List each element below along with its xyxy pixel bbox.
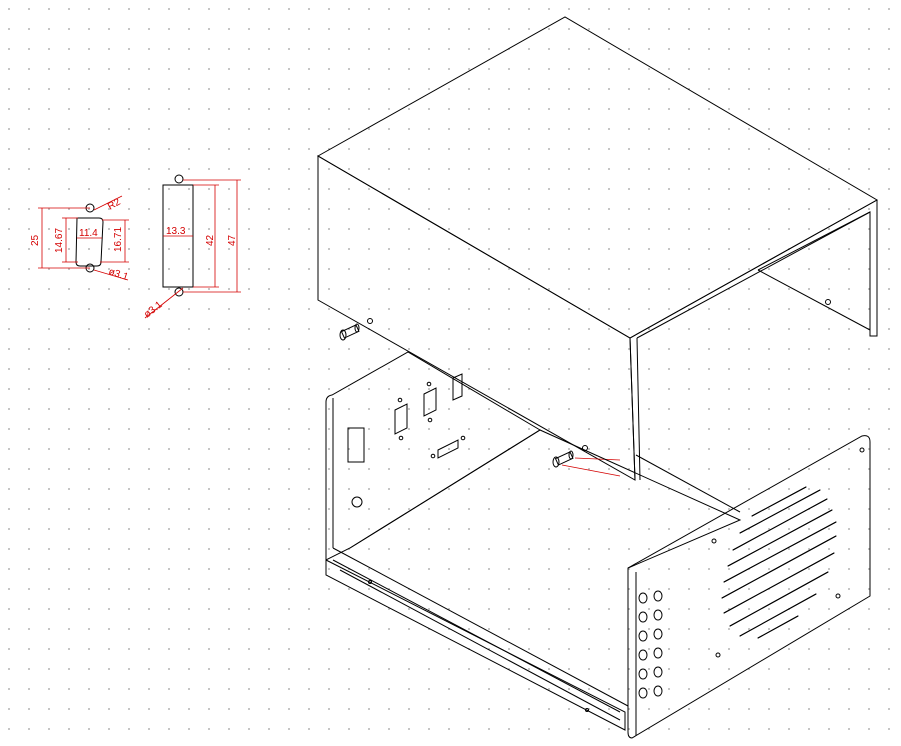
rect-cutout — [347, 427, 365, 463]
screw-left — [339, 323, 360, 341]
dim-slot-outer-height: 47 — [227, 234, 238, 246]
connector-cutout-1 — [394, 397, 408, 441]
dim-connector-height: 25 — [30, 234, 41, 246]
chassis — [325, 351, 871, 739]
connector-cutout-4 — [430, 435, 466, 459]
dim-connector-inner-height: 14.67 — [54, 228, 65, 253]
top-cover — [316, 16, 879, 481]
round-hole — [351, 496, 363, 508]
side-hole-grid — [638, 590, 663, 699]
vent-slots — [721, 486, 837, 639]
dim-slot-width: 13.3 — [166, 226, 186, 237]
connector-cutout-3 — [452, 373, 463, 401]
dim-connector-side-height: 16.71 — [113, 227, 124, 252]
connector-cutout-2 — [423, 381, 437, 423]
slot-hole-top — [174, 174, 184, 184]
dim-connector-width: 11.4 — [79, 228, 98, 239]
screw-right — [552, 450, 574, 468]
dim-slot-inner-height: 42 — [205, 234, 216, 246]
